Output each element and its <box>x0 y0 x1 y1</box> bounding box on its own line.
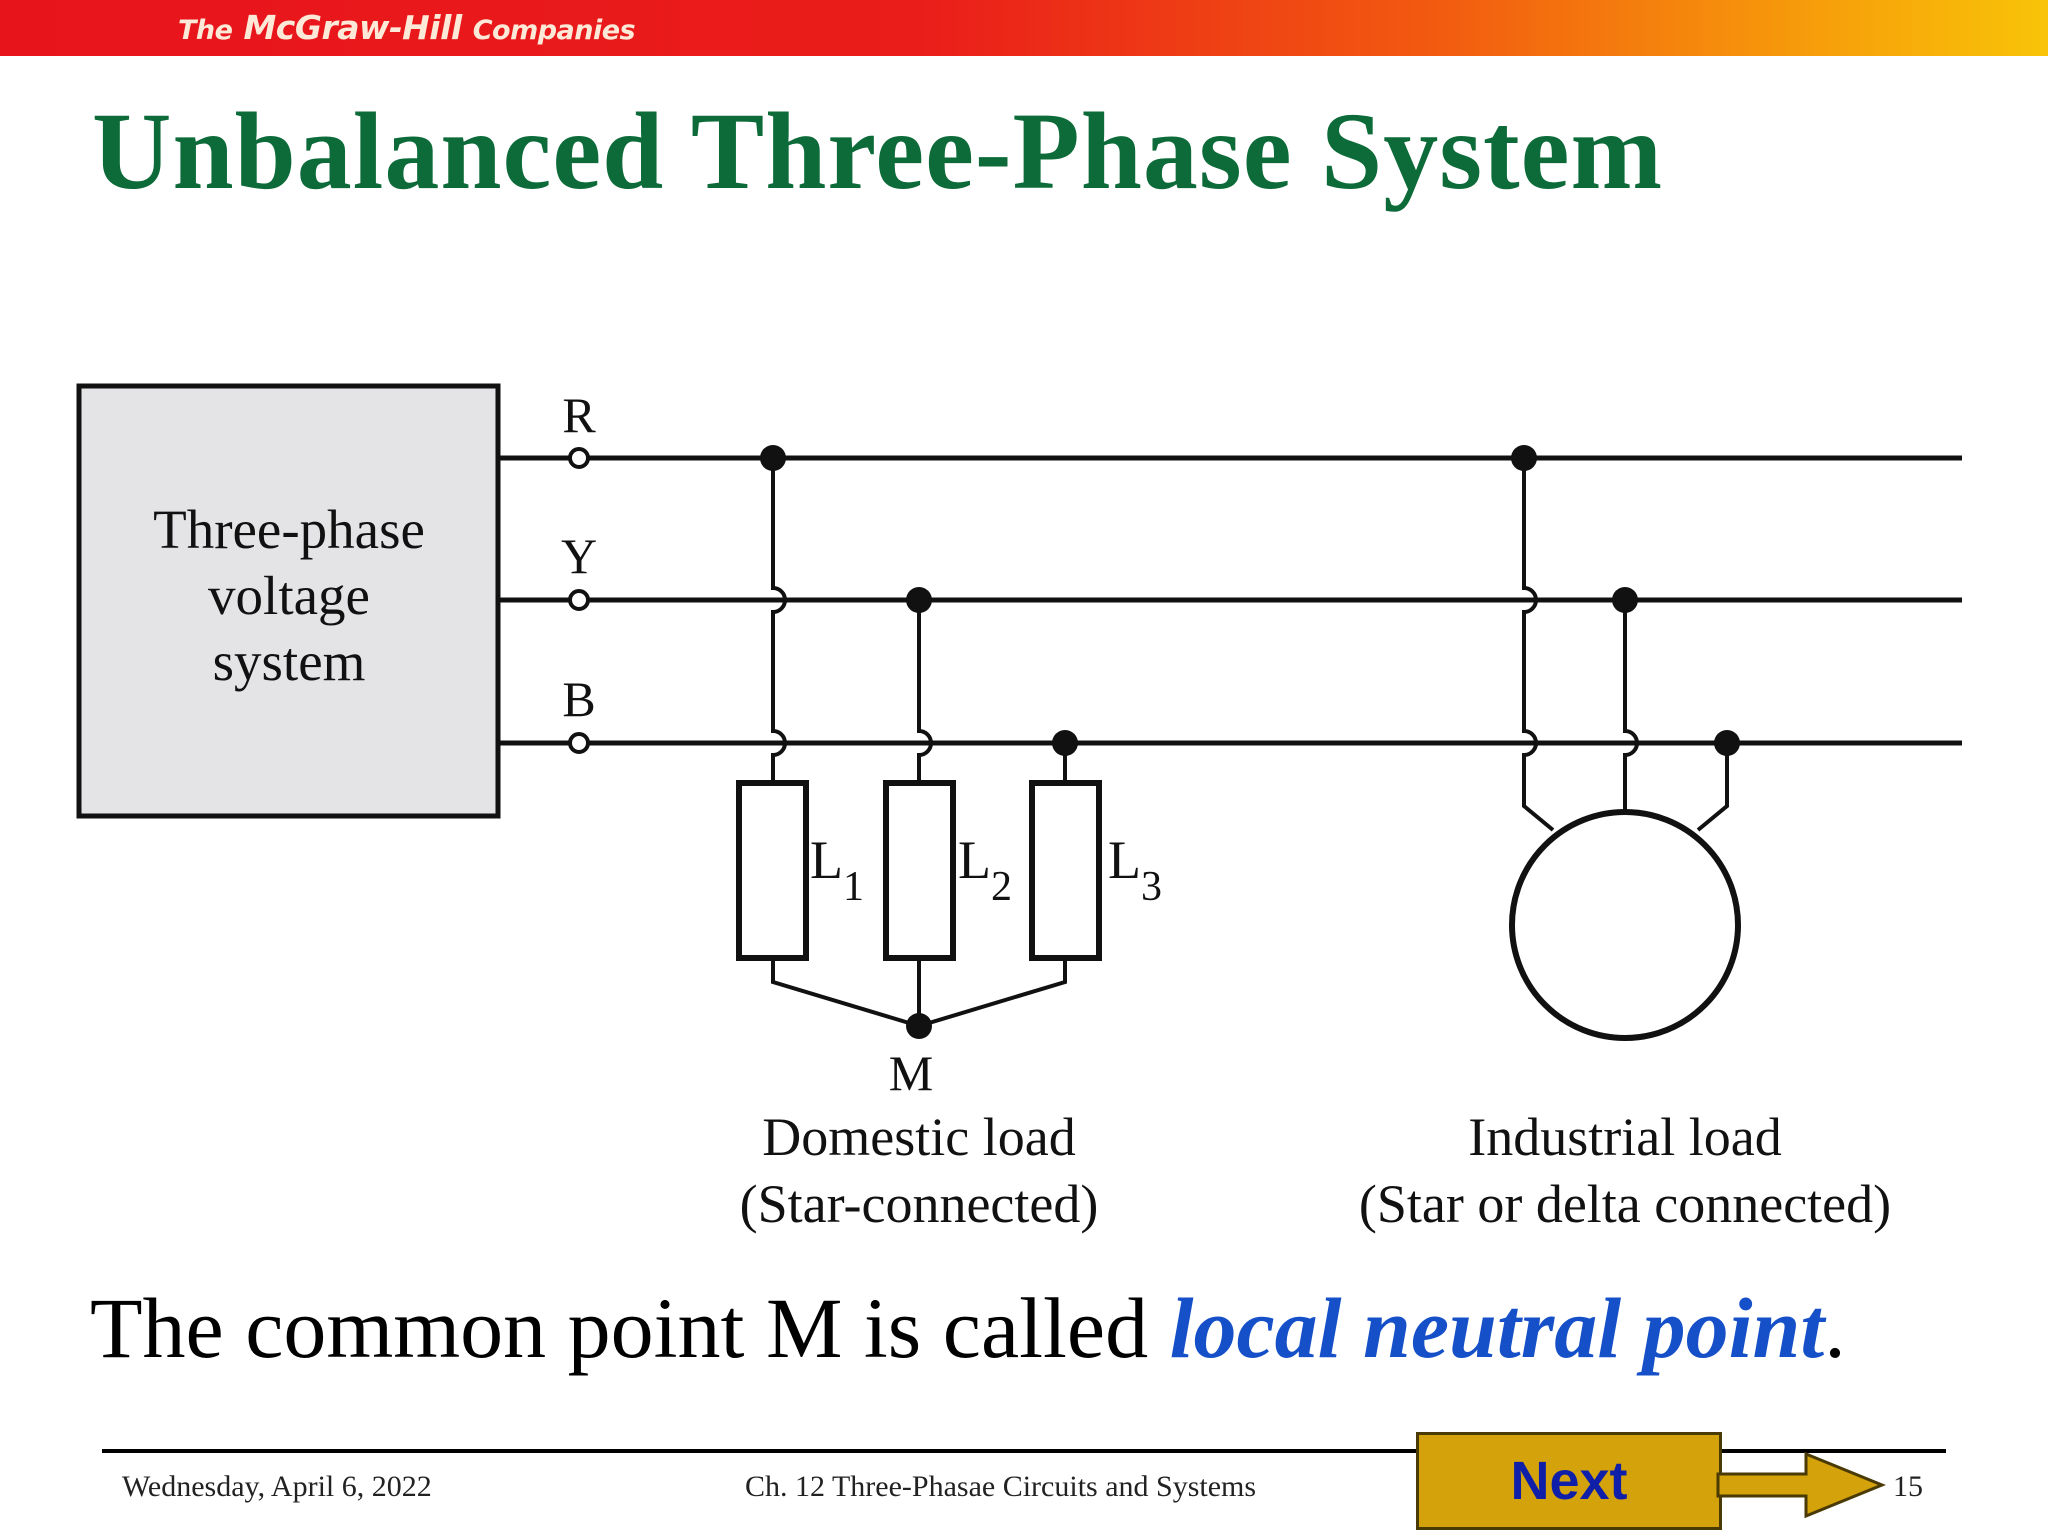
motor-circle <box>1509 809 1741 1041</box>
slide-title: Unbalanced Three-Phase System <box>92 90 1664 212</box>
circuit-diagram: Three-phase voltage system R Y B L1 L2 L… <box>76 383 1962 1234</box>
junction-dot <box>1052 730 1078 756</box>
line-label-b: B <box>562 671 595 727</box>
caption: The common point M is called local neutr… <box>90 1278 1846 1378</box>
source-box <box>76 383 501 819</box>
next-arrow-icon[interactable] <box>1716 1450 1886 1520</box>
caption-text: The common point M is called <box>90 1280 1170 1376</box>
domestic-load-sublabel: (Star-connected) <box>740 1174 1099 1234</box>
load-label-l1-sub: 1 <box>843 864 864 910</box>
industrial-load-sublabel: (Star or delta connected) <box>1359 1174 1891 1234</box>
line-label-r: R <box>562 387 596 443</box>
terminal-r <box>568 447 590 469</box>
source-label-line3: system <box>213 631 366 692</box>
load-label-l2: L2 <box>958 830 1012 910</box>
load-label-l3-letter: L <box>1108 830 1141 890</box>
source-label-line2: voltage <box>208 565 370 626</box>
industrial-load-label: Industrial load <box>1468 1107 1781 1167</box>
junction-dot <box>906 587 932 613</box>
footer-date: Wednesday, April 6, 2022 <box>122 1470 432 1503</box>
load-label-l3: L3 <box>1108 830 1162 910</box>
caption-period: . <box>1824 1280 1846 1376</box>
load-label-l2-sub: 2 <box>991 864 1012 910</box>
caption-emphasis: local neutral point <box>1169 1280 1825 1376</box>
logo-companies: Companies <box>472 15 636 46</box>
footer-chapter: Ch. 12 Three-Phasae Circuits and Systems <box>745 1470 1257 1503</box>
neutral-label-m: M <box>889 1045 933 1101</box>
load-label-l3-sub: 3 <box>1141 864 1162 910</box>
publisher-logo: The McGraw-Hill Companies <box>178 8 636 47</box>
source-label-line1: Three-phase <box>153 499 425 560</box>
publisher-banner: The McGraw-Hill Companies <box>0 0 2048 56</box>
logo-the: The <box>178 15 233 46</box>
junction-dot <box>1612 587 1638 613</box>
load-label-l2-letter: L <box>958 830 991 890</box>
footer-rule <box>102 1449 1946 1453</box>
load-l1 <box>736 780 809 961</box>
terminal-y <box>568 589 590 611</box>
load-l3 <box>1029 780 1102 961</box>
junction-dot <box>1511 445 1537 471</box>
load-label-l1-letter: L <box>810 830 843 890</box>
load-label-l1: L1 <box>810 830 864 910</box>
junction-dot <box>760 445 786 471</box>
junction-dot <box>1714 730 1740 756</box>
logo-name: McGraw-Hill <box>243 8 462 47</box>
terminal-b <box>568 732 590 754</box>
page-number: 15 <box>1893 1470 1923 1503</box>
neutral-point-dot <box>906 1013 932 1039</box>
domestic-load-label: Domestic load <box>762 1107 1075 1167</box>
load-l2 <box>883 780 956 961</box>
line-label-y: Y <box>561 528 597 584</box>
next-button[interactable]: Next <box>1416 1432 1722 1530</box>
